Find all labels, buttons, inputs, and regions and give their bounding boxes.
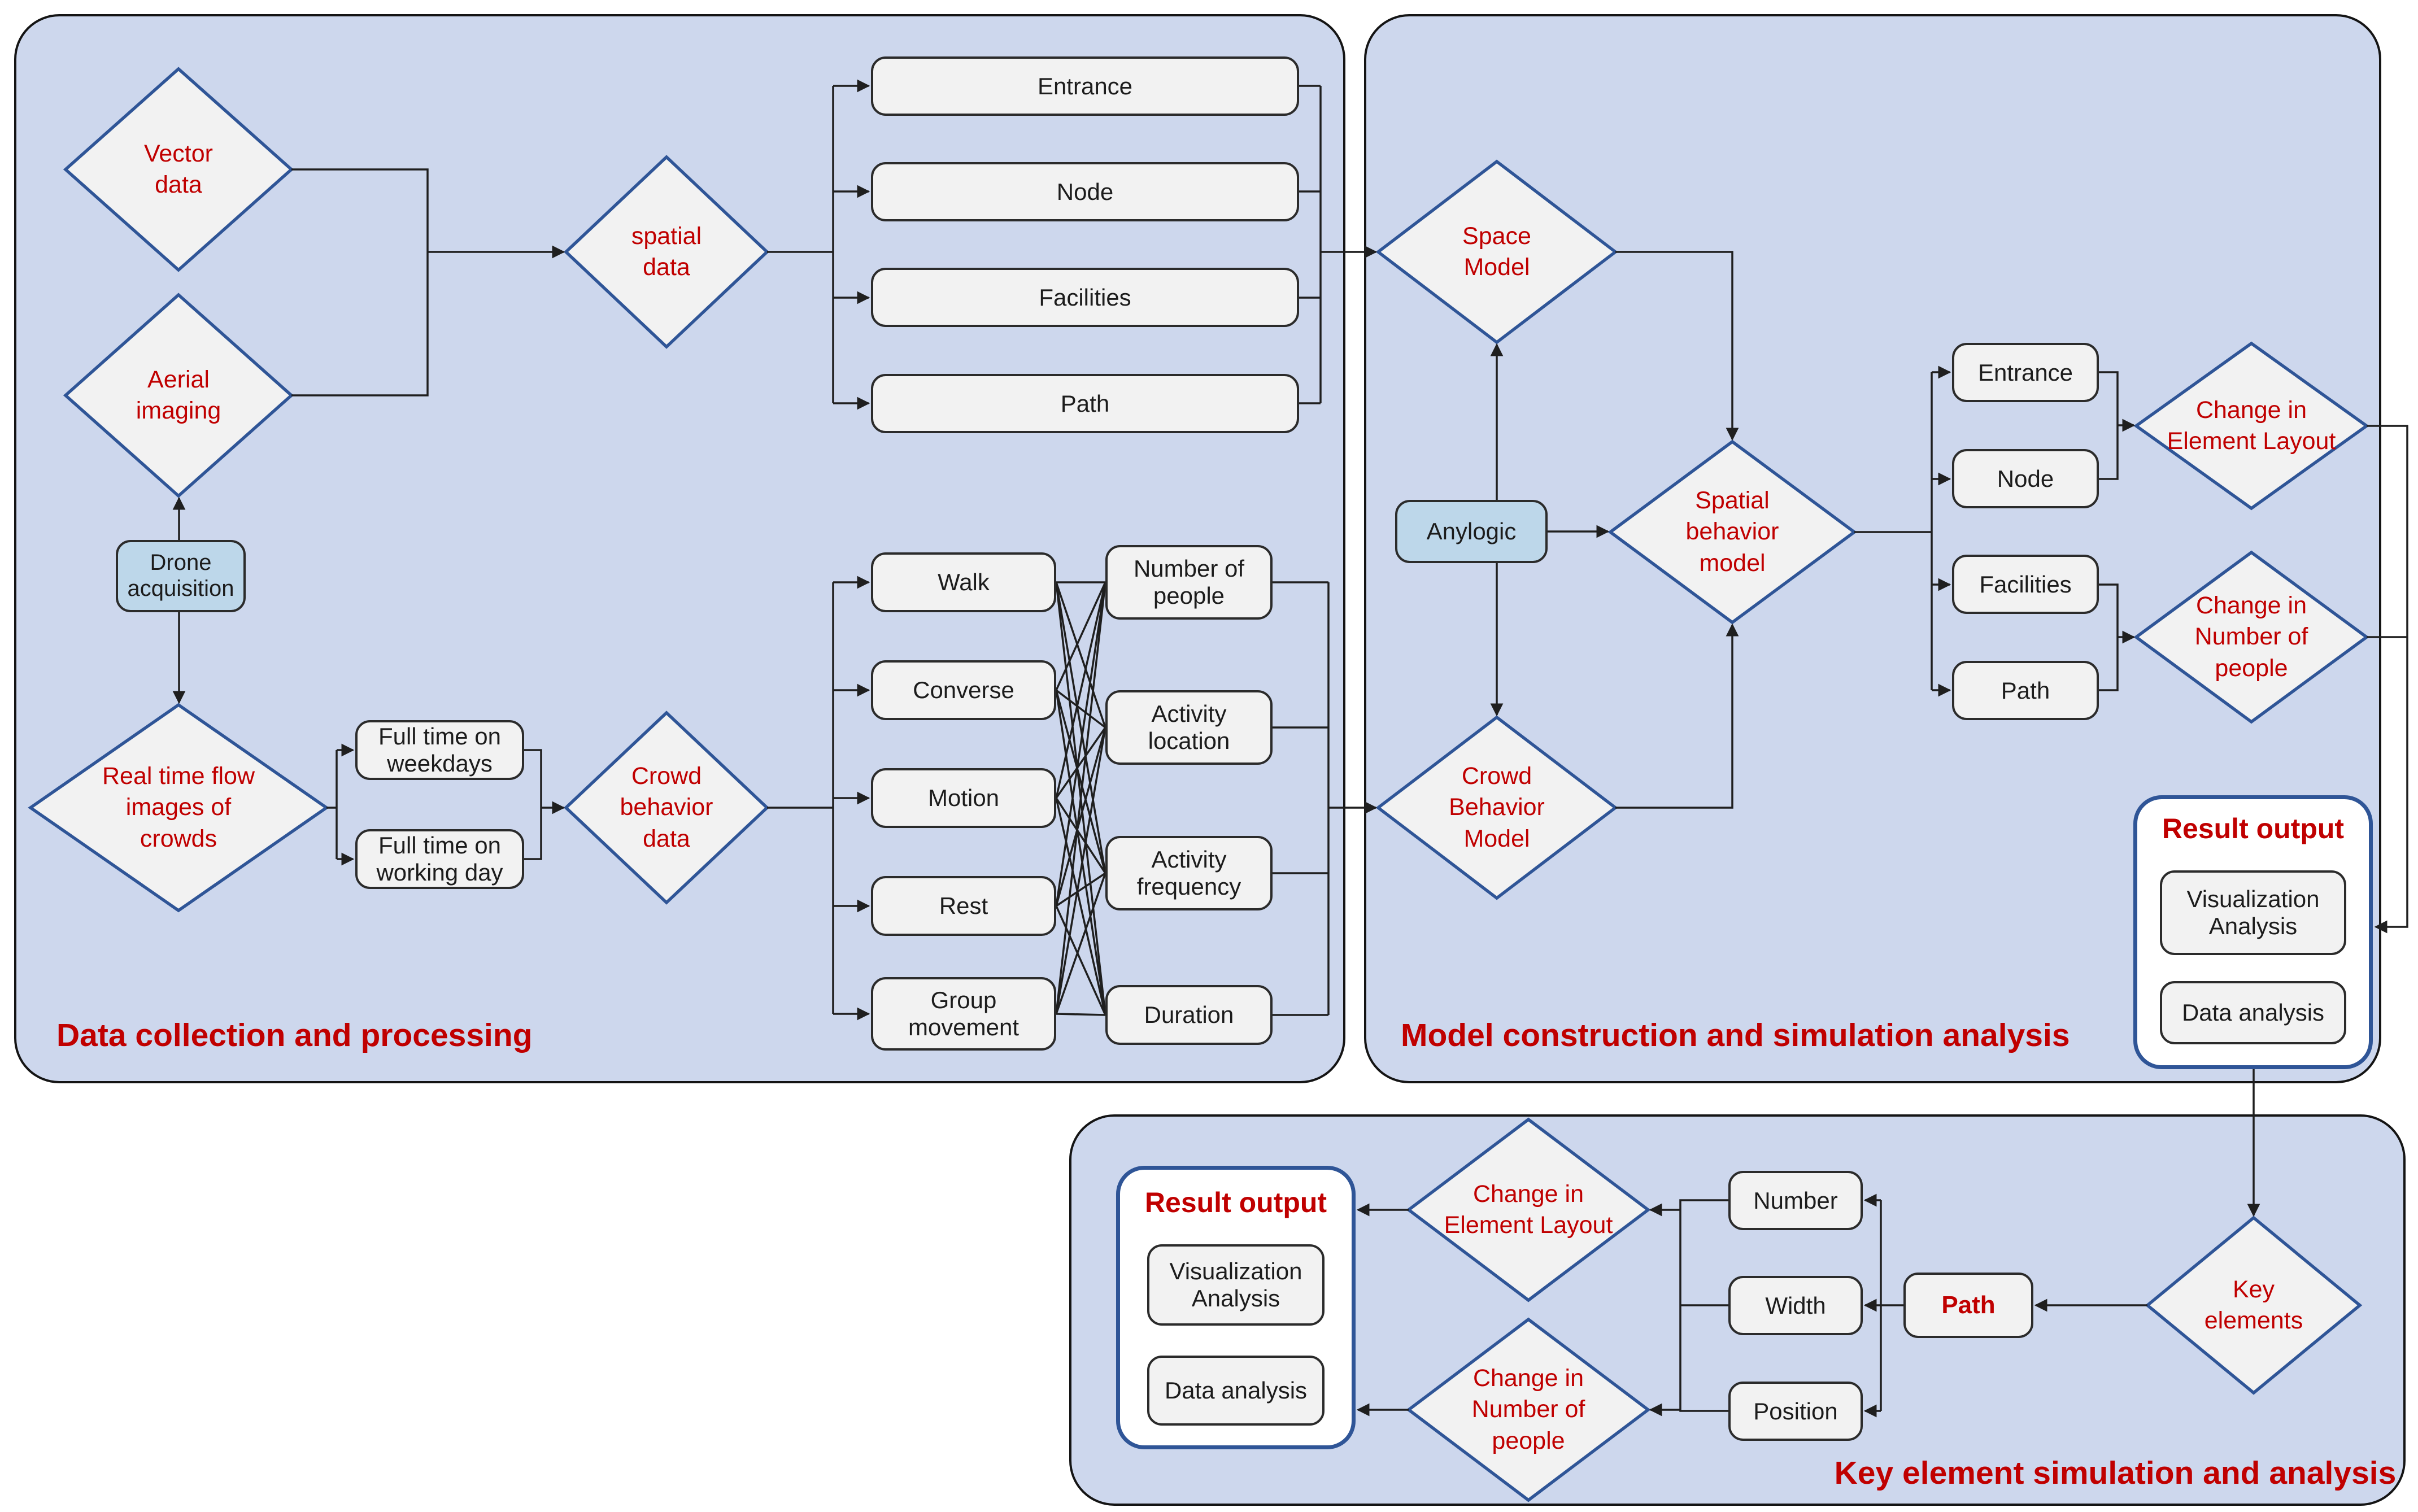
key-elements-diamond: [2145, 1215, 2363, 1395]
label-change-number-people-1: Change in Number of people: [2194, 592, 2308, 682]
label-crowd-behavior-model: Crowd Behavior Model: [1449, 762, 1545, 852]
result-output-2-data-analysis: Data analysis: [1147, 1356, 1325, 1426]
box-node-1: Node: [871, 162, 1299, 221]
box-facilities-2: Facilities: [1952, 555, 2099, 614]
box-converse: Converse: [871, 660, 1056, 720]
result-output-2-title: Result output: [1144, 1187, 1327, 1218]
label-space-model: Space Model: [1462, 222, 1531, 281]
change-element-layout-1-diamond: [2133, 341, 2369, 511]
change-number-people-1-diamond: [2133, 550, 2369, 724]
edge-spatialdata-bus: [767, 86, 834, 403]
result-output-1-visualization: Visualization Analysis: [2160, 870, 2346, 955]
change-element-layout-2-diamond: [1406, 1117, 1651, 1302]
box-motion: Motion: [871, 768, 1056, 828]
edge-topboxes-merge: [1299, 85, 1322, 404]
box-group-movement: Group movement: [871, 977, 1056, 1051]
edge-spatialbm-bus: [1854, 372, 1933, 690]
label-vector-data: Vector data: [144, 140, 213, 198]
label-crowd-behavior-data: Crowd behavior data: [620, 762, 713, 852]
box-node-2: Node: [1952, 449, 2099, 508]
label-real-time-flow: Real time flow images of crowds: [102, 762, 255, 852]
edge-fulltime-merge: [524, 749, 542, 860]
arrow-outside-bus-to-result1: [2367, 425, 2408, 934]
box-path-1: Path: [871, 374, 1299, 433]
crowd-behavior-data-diamond: [563, 711, 770, 905]
crowd-behavior-model-diamond: [1375, 715, 1618, 900]
label-change-number-people-2: Change in Number of people: [1471, 1365, 1585, 1454]
change-number-people-2-diamond: [1406, 1317, 1651, 1502]
edge-facilities-path-merge: [2099, 583, 2119, 691]
vector-data-diamond: [63, 67, 294, 272]
box-activity-location: Activity location: [1105, 690, 1273, 765]
box-full-time-weekdays: Full time on weekdays: [355, 720, 524, 780]
edge-behavior-mesh: [1055, 581, 1106, 1016]
title-model-construction: Model construction and simulation analys…: [1401, 1017, 2070, 1053]
box-rest: Rest: [871, 876, 1056, 936]
label-spatial-behavior-model: Spatial behavior model: [1685, 487, 1779, 577]
box-anylogic: Anylogic: [1395, 500, 1548, 563]
edge-vector-aerial-bus: [291, 168, 429, 396]
box-walk: Walk: [871, 552, 1056, 612]
box-width: Width: [1728, 1276, 1863, 1335]
label-change-element-layout-1: Change in Element Layout: [2167, 396, 2336, 455]
box-entrance-1: Entrance: [871, 56, 1299, 116]
box-path-key: Path: [1903, 1273, 2033, 1338]
spatial-data-diamond: [563, 155, 770, 349]
box-path-2: Path: [1952, 661, 2099, 720]
edge-entrance-node-merge: [2099, 371, 2119, 480]
result-output-2-visualization: Visualization Analysis: [1147, 1244, 1325, 1326]
label-change-element-layout-2: Change in Element Layout: [1444, 1180, 1613, 1239]
title-key-element: Key element simulation and analysis: [1834, 1455, 2397, 1491]
box-duration: Duration: [1105, 985, 1273, 1045]
space-model-diamond: [1375, 159, 1618, 345]
label-key-elements: Key elements: [2204, 1275, 2303, 1334]
title-data-collection: Data collection and processing: [56, 1017, 533, 1053]
box-number: Number: [1728, 1171, 1863, 1230]
label-spatial-data: spatial data: [631, 222, 702, 281]
box-entrance-2: Entrance: [1952, 343, 2099, 402]
box-position: Position: [1728, 1382, 1863, 1441]
box-facilities-1: Facilities: [871, 268, 1299, 327]
result-output-1-title: Result output: [2162, 813, 2345, 844]
result-output-1-data-analysis: Data analysis: [2160, 981, 2346, 1044]
edge-crowddata-bus: [767, 582, 834, 1014]
edge-realtime-split: [326, 750, 338, 859]
label-aerial-imaging: Aerial imaging: [136, 365, 221, 424]
spatial-behavior-model-diamond: [1607, 439, 1857, 625]
box-drone-acquisition: Drone acquisition: [116, 540, 246, 612]
arrow-crowdbm-to-sbm: [1615, 623, 1739, 809]
box-number-of-people: Number of people: [1105, 545, 1273, 620]
edge-outputs-merge: [1273, 581, 1330, 1016]
real-time-flow-diamond: [28, 703, 329, 913]
edge-pathkey-bus: [1880, 1200, 1903, 1411]
edge-nwp-left-bus: [1679, 1199, 1728, 1412]
arrow-spacemodel-to-sbm: [1615, 251, 1739, 441]
box-full-time-working-day: Full time on working day: [355, 829, 524, 889]
box-activity-frequency: Activity frequency: [1105, 836, 1273, 910]
aerial-imaging-diamond: [63, 293, 294, 498]
